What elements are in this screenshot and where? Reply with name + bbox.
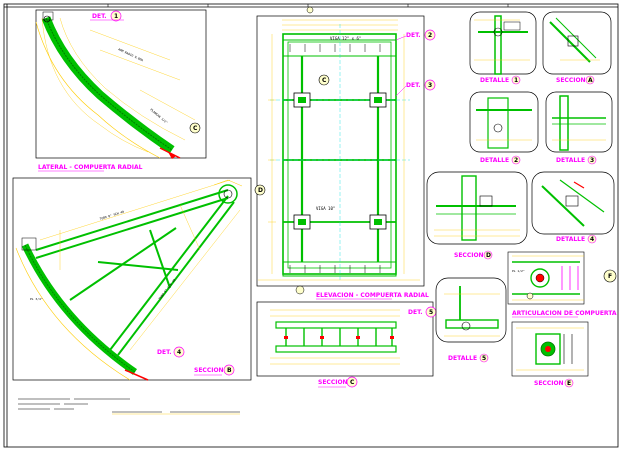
svg-text:5: 5 bbox=[429, 309, 433, 316]
svg-text:SECCION: SECCION bbox=[556, 77, 586, 84]
svg-text:4: 4 bbox=[177, 349, 181, 356]
svg-text:D: D bbox=[486, 252, 491, 259]
svg-text:PL 3/4": PL 3/4" bbox=[30, 297, 43, 301]
detalle-1-view: DETALLE 1 bbox=[469, 11, 537, 85]
svg-text:ELEVACION - COMPUERTA RADIAL: ELEVACION - COMPUERTA RADIAL bbox=[316, 292, 429, 299]
marker-e bbox=[526, 292, 534, 300]
lateral-title: LATERAL - COMPUERTA RADIAL bbox=[38, 164, 143, 172]
svg-text:ARTICULACION DE COMPUERTA: ARTICULACION DE COMPUERTA bbox=[512, 310, 617, 317]
svg-text:C: C bbox=[322, 77, 327, 84]
svg-text:DET.: DET. bbox=[92, 13, 107, 20]
svg-text:A: A bbox=[588, 77, 593, 84]
seccion-c-title: SECCION C bbox=[318, 376, 358, 388]
svg-text:TUBO 8" SCH 40: TUBO 8" SCH 40 bbox=[99, 210, 125, 221]
svg-text:E: E bbox=[567, 380, 571, 387]
marker-c-lateral: C bbox=[189, 122, 201, 134]
svg-text:VIGA 10": VIGA 10" bbox=[316, 206, 335, 211]
detalle-3-view: DETALLE 3 bbox=[545, 91, 613, 165]
sheet-border bbox=[3, 3, 619, 448]
svg-text:SECCION: SECCION bbox=[534, 380, 564, 387]
marker-b-top bbox=[306, 6, 314, 14]
svg-text:B: B bbox=[227, 367, 232, 374]
svg-text:C: C bbox=[193, 125, 198, 132]
svg-text:1: 1 bbox=[114, 13, 118, 20]
svg-text:5: 5 bbox=[482, 355, 486, 362]
svg-text:ARM RADIO 9.00m: ARM RADIO 9.00m bbox=[118, 47, 144, 62]
svg-text:SECCION: SECCION bbox=[454, 252, 484, 259]
svg-text:SECCION: SECCION bbox=[318, 379, 348, 386]
svg-text:DET.: DET. bbox=[406, 82, 421, 89]
svg-text:LATERAL - COMPUERTA RADIAL: LATERAL - COMPUERTA RADIAL bbox=[38, 164, 143, 171]
svg-text:SECCION: SECCION bbox=[194, 367, 224, 374]
seccion-c-view bbox=[256, 301, 434, 377]
detalle-4-view: DETALLE 4 bbox=[531, 171, 615, 244]
marker-d: D bbox=[254, 184, 266, 196]
detalle-5-view: DETALLE 5 bbox=[435, 277, 507, 363]
seccion-b-view: TUBO 8" SCH 40 TUBO 6" SCH 40 PL 3/4" bbox=[12, 177, 252, 381]
seccion-d-view: SECCION D bbox=[426, 171, 528, 260]
det2-callout: DET. 2 bbox=[395, 29, 436, 41]
det1-callout: DET. 1 bbox=[90, 10, 124, 22]
det5-callout: DET. 5 bbox=[408, 306, 437, 318]
svg-text:DET.: DET. bbox=[406, 32, 421, 39]
det4-callout: DET. 4 bbox=[157, 346, 185, 358]
seccion-b-title: SECCION B bbox=[194, 364, 235, 376]
svg-text:C: C bbox=[350, 379, 355, 386]
marker-f: F bbox=[603, 269, 617, 283]
svg-text:DET.: DET. bbox=[408, 309, 423, 316]
svg-text:3: 3 bbox=[590, 157, 594, 164]
svg-text:DETALLE: DETALLE bbox=[480, 77, 509, 84]
svg-text:2: 2 bbox=[428, 32, 432, 39]
svg-text:2: 2 bbox=[514, 157, 518, 164]
det3-callout: DET. 3 bbox=[395, 79, 436, 97]
svg-text:VIGA 12" x 6": VIGA 12" x 6" bbox=[330, 36, 361, 41]
general-notes bbox=[18, 398, 240, 415]
svg-text:DET.: DET. bbox=[157, 349, 172, 356]
svg-text:1: 1 bbox=[514, 77, 518, 84]
svg-text:D: D bbox=[258, 187, 263, 194]
lateral-view: ARM RADIO 9.00m PLANCHA 1/2" bbox=[35, 9, 207, 159]
svg-text:DETALLE: DETALLE bbox=[556, 157, 585, 164]
marker-c-elevacion: C bbox=[318, 74, 330, 86]
seccion-a-view: SECCION A bbox=[542, 11, 612, 85]
svg-text:F: F bbox=[608, 273, 612, 280]
articulacion-view: PL 1/2" ARTICULACION DE COMPUERTA bbox=[507, 251, 617, 318]
svg-text:DETALLE: DETALLE bbox=[448, 355, 477, 362]
column-ticks bbox=[107, 4, 509, 7]
svg-text:DETALLE: DETALLE bbox=[556, 236, 585, 243]
elevacion-title: ELEVACION - COMPUERTA RADIAL bbox=[295, 285, 429, 300]
svg-text:PL 1/2": PL 1/2" bbox=[512, 269, 525, 273]
svg-text:3: 3 bbox=[428, 82, 432, 89]
svg-text:DETALLE: DETALLE bbox=[480, 157, 509, 164]
detalle-2-view: DETALLE 2 bbox=[469, 91, 539, 165]
svg-text:4: 4 bbox=[590, 236, 594, 243]
seccion-e-view: SECCION E bbox=[511, 321, 589, 388]
elevacion-view: VIGA 12" x 6" VIGA 10" bbox=[256, 15, 425, 287]
